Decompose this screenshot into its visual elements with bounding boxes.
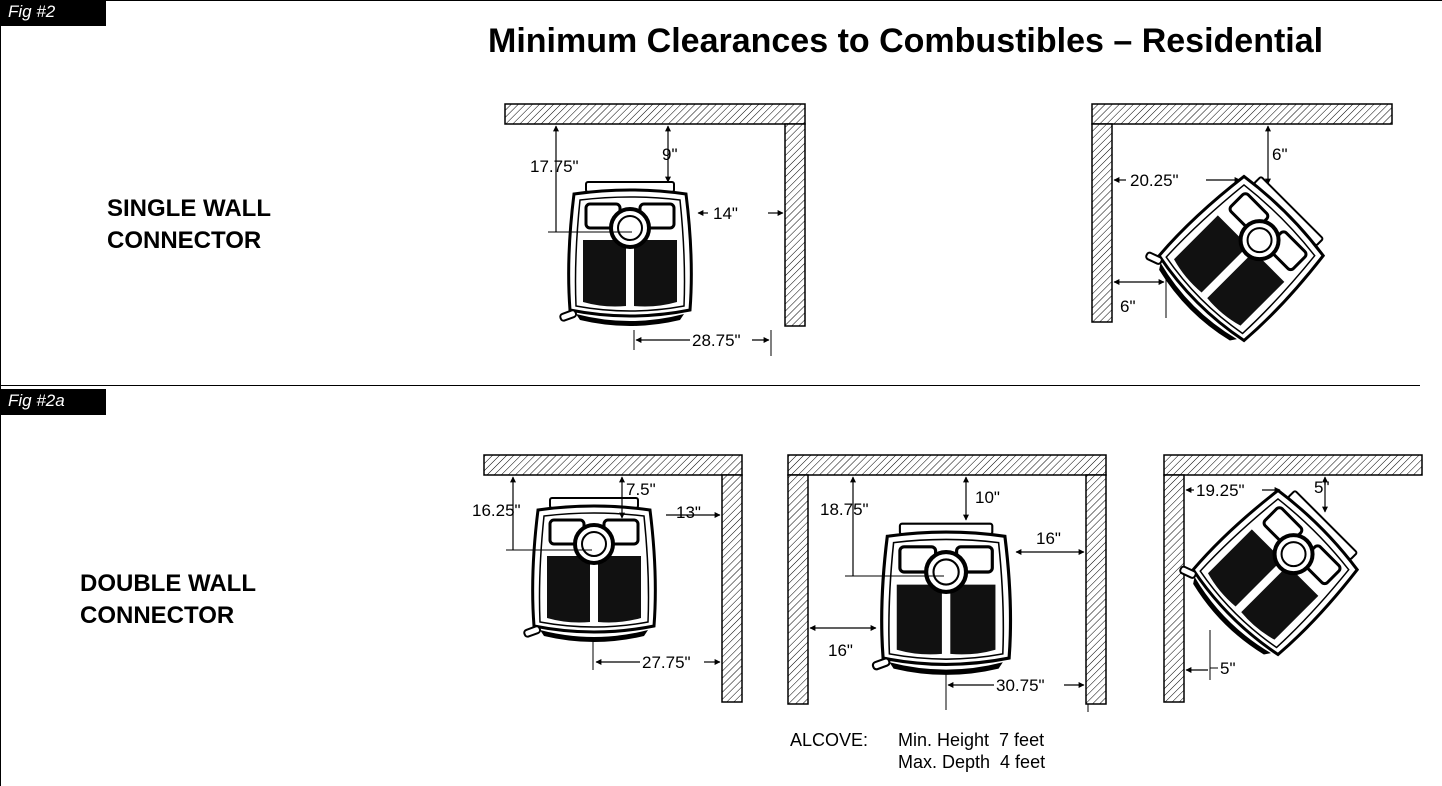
stove-icon [1174, 472, 1369, 667]
dim-rear-to-stove: 9" [662, 145, 678, 164]
dim-rear-to-flue: 18.75" [820, 500, 869, 519]
wall-side [784, 123, 806, 327]
wall-left [787, 474, 809, 705]
double-wall-label-line1: DOUBLE WALL [80, 570, 256, 597]
single-wall-label-line1: SINGLE WALL [107, 195, 271, 222]
wall-rear [1091, 103, 1393, 125]
single-wall-parallel-installation: 17.75" 9" 14" 28.75" [504, 103, 806, 356]
dim-side-to-flue: 28.75" [692, 331, 741, 350]
wall-rear [483, 454, 743, 476]
single-wall-corner-installation: 20.25" 6" 6" [1091, 103, 1393, 353]
double-wall-corner-installation: 19.25" 5" 5" [1163, 454, 1423, 703]
stove-icon [557, 180, 694, 328]
double-wall-label-line2: CONNECTOR [80, 602, 235, 629]
wall-side [1163, 474, 1185, 703]
dim-right-side-to-stove: 16" [1036, 529, 1061, 548]
dim-side-to-flue: 20.25" [1130, 171, 1179, 190]
section-divider [0, 385, 1420, 386]
dim-left-side-to-stove: 16" [828, 641, 853, 660]
wall-right [1085, 474, 1107, 705]
dim-side-to-flue: 27.75" [642, 653, 691, 672]
wall-side [1091, 123, 1113, 323]
dim-rear-to-stove: 5" [1314, 478, 1330, 497]
dim-rear-to-stove: 7.5" [626, 480, 656, 499]
wall-side [721, 474, 743, 703]
alcove-note-min-height: Min. Height 7 feet [898, 730, 1044, 750]
dim-rear-to-stove: 6" [1272, 145, 1288, 164]
wall-rear [1163, 454, 1423, 476]
alcove-note-max-depth: Max. Depth 4 feet [898, 752, 1045, 772]
dim-side-to-stove: 6" [1120, 297, 1136, 316]
wall-rear [504, 103, 806, 125]
single-wall-connector-label: SINGLE WALL CONNECTOR [107, 193, 271, 257]
double-wall-connector-label: DOUBLE WALL CONNECTOR [80, 568, 256, 632]
double-wall-parallel-installation: 16.25" 7.5" 13" 27.75" [472, 454, 743, 703]
frame-border-top [0, 0, 1442, 1]
stove-icon [872, 524, 1010, 675]
wall-rear [787, 454, 1107, 476]
figure-tag-fig2a: Fig #2a [0, 389, 106, 415]
dim-side-to-stove: 13" [676, 503, 701, 522]
stove-icon [521, 496, 658, 644]
alcove-note-label: ALCOVE: [790, 730, 868, 750]
single-wall-label-line2: CONNECTOR [107, 227, 262, 254]
figure-tag-fig2: Fig #2 [0, 0, 106, 26]
dim-rear-to-flue: 17.75" [530, 157, 579, 176]
dim-side-to-flue: 19.25" [1196, 481, 1245, 500]
dim-rear-to-flue: 16.25" [472, 501, 521, 520]
page-title: Minimum Clearances to Combustibles – Res… [488, 22, 1324, 60]
dim-side-to-stove: 5" [1220, 659, 1236, 678]
double-wall-alcove-installation: 18.75" 10" 16" 16" 30.75" ALCOVE: Min. H… [787, 454, 1107, 772]
dim-side-to-stove: 14" [713, 204, 738, 223]
dim-side-to-flue: 30.75" [996, 676, 1045, 695]
dim-rear-to-stove: 10" [975, 488, 1000, 507]
